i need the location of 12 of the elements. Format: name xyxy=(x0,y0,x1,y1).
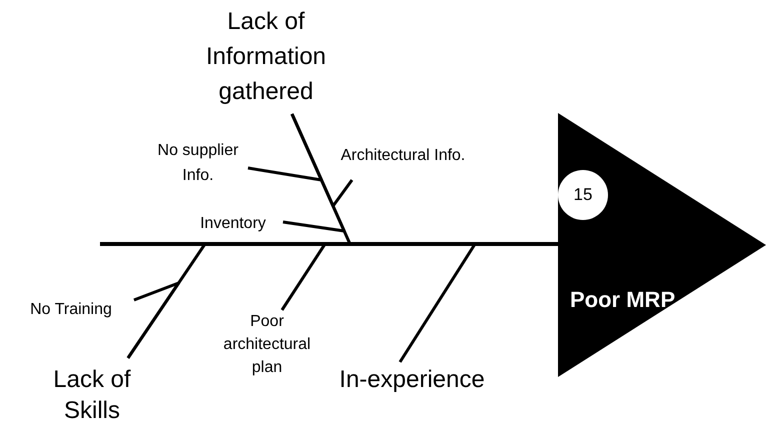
sub-cause-label: Architectural Info. xyxy=(336,143,470,193)
cause-label: In-experience xyxy=(322,363,502,397)
cause-label: Lack of Skills xyxy=(40,364,144,430)
cause-label: Poor architectural plan xyxy=(212,310,322,384)
sub-cause-label: No Training xyxy=(10,298,132,322)
head-triangle xyxy=(558,113,766,377)
sub-cause-label: Inventory xyxy=(184,212,282,236)
cause-label: Lack of Information gathered xyxy=(190,4,342,112)
sub-cause-label: No supplier Info. xyxy=(146,138,250,188)
bone-line xyxy=(126,282,180,359)
effect-label: Poor MRP xyxy=(570,286,676,314)
bone-line xyxy=(282,113,346,232)
